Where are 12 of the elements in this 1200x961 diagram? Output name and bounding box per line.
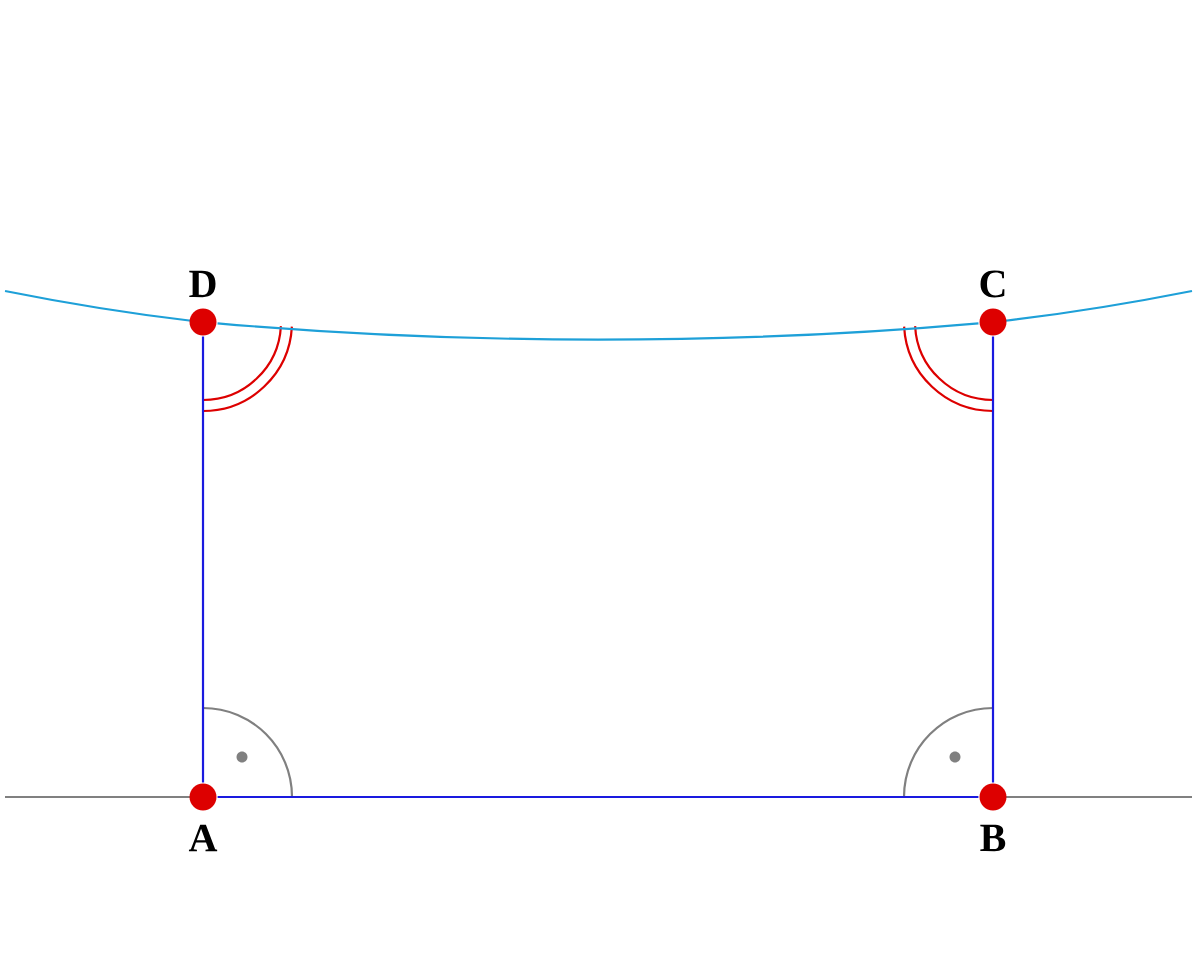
line: [217, 322, 979, 341]
line: [217, 795, 979, 799]
line: [991, 336, 995, 783]
line: [201, 336, 205, 783]
node-label: B: [980, 824, 1006, 852]
point: C: [979, 270, 1007, 336]
point: D: [189, 270, 217, 336]
node-label: D: [189, 270, 216, 298]
node-label: C: [980, 270, 1005, 298]
node-label: A: [188, 824, 218, 852]
point: B: [979, 783, 1007, 852]
point: A: [188, 783, 218, 852]
